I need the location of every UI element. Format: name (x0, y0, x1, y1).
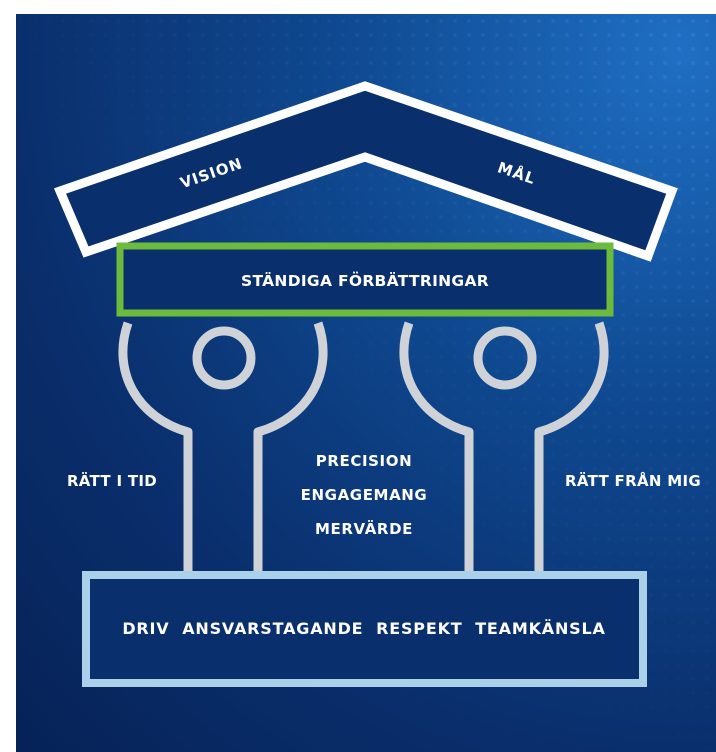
base-box (82, 571, 647, 687)
base-label: DRIV ANSVARSTAGANDE RESPEKT TEAMKÄNSLA (122, 619, 605, 638)
left-side-label: RÄTT I TID (67, 471, 157, 490)
center-line-2: ENGAGEMANG (301, 486, 428, 504)
center-line-1: PRECISION (316, 452, 412, 470)
right-figure-head (473, 326, 537, 390)
left-figure-head (192, 326, 256, 390)
left-figure (118, 321, 328, 574)
roof (53, 81, 678, 262)
beam-box (116, 242, 614, 317)
left-figure-arms (118, 321, 328, 574)
beam-label: STÄNDIGA FÖRBÄTTRINGAR (241, 271, 489, 290)
right-figure-arms (399, 321, 609, 574)
center-line-3: MERVÄRDE (315, 519, 413, 538)
right-figure (399, 321, 609, 574)
right-side-label: RÄTT FRÅN MIG (565, 471, 701, 490)
